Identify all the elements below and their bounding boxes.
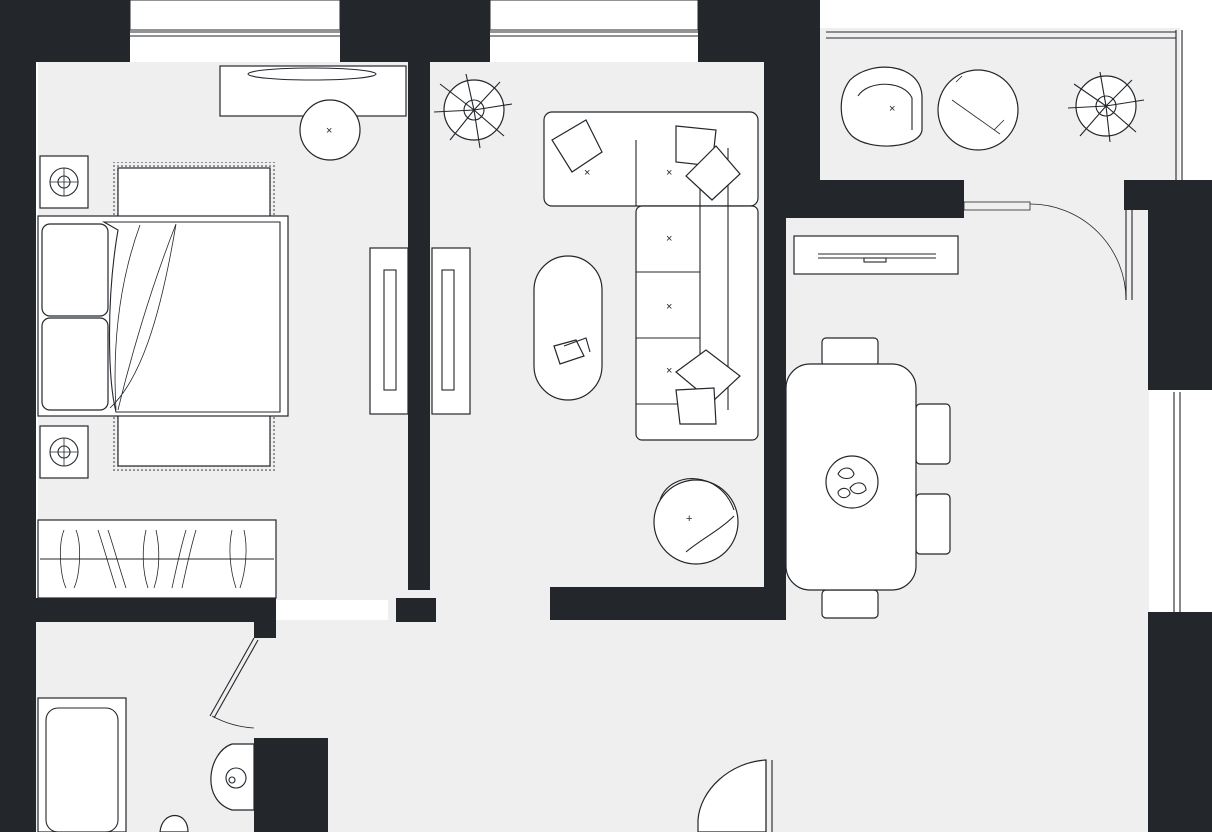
tv-icon	[383, 269, 397, 391]
door-swing-icon	[211, 715, 255, 729]
nightstand-top	[39, 155, 89, 209]
armchair-icon: +	[653, 478, 739, 565]
wall-left	[0, 0, 36, 832]
wall-balcony-bottom-left	[764, 180, 964, 218]
wall-balcony-bottom-right	[1124, 180, 1212, 210]
bathtub-icon	[37, 697, 127, 832]
balcony-door-frame	[963, 201, 1031, 211]
wall-top-right	[698, 0, 820, 62]
living-room: × × × × × +	[431, 73, 759, 565]
svg-text:×: ×	[584, 167, 590, 179]
wall-bedroom-bottom	[36, 598, 276, 622]
wall-living-right-upper	[764, 62, 820, 180]
bed-icon	[37, 215, 289, 417]
kitchen-dining	[785, 235, 959, 619]
bedroom-chair	[299, 99, 361, 161]
sink-icon	[210, 743, 255, 811]
svg-text:×: ×	[666, 233, 672, 245]
tv-icon	[441, 269, 455, 391]
svg-text:×: ×	[889, 103, 895, 115]
wall-right-upper	[1148, 210, 1212, 390]
bedroom: ×	[37, 65, 409, 599]
windows	[124, 0, 1183, 612]
svg-text:×: ×	[326, 125, 332, 137]
bathroom	[37, 637, 259, 832]
plant-icon	[1067, 71, 1145, 143]
kitchen-tv-console	[793, 235, 959, 275]
balcony: ×	[840, 66, 1145, 301]
living-tv-stand	[431, 247, 471, 415]
dining-table-icon	[785, 337, 951, 619]
svg-text:+: +	[686, 513, 692, 525]
svg-text:×: ×	[666, 301, 672, 313]
wall-living-right	[764, 218, 786, 620]
bedroom-tv-stand	[369, 247, 409, 415]
plant-icon	[433, 73, 513, 149]
wardrobe-icon	[37, 519, 277, 599]
wall-right-lower	[1148, 612, 1212, 832]
wall-top-left	[36, 0, 130, 62]
door-swing-icon	[1029, 203, 1127, 301]
bath-door	[209, 637, 255, 717]
wall-bath-stub	[254, 622, 276, 638]
wall-top-middle	[340, 0, 490, 62]
wall-bedroom-stub	[396, 598, 436, 622]
svg-text:×: ×	[666, 167, 672, 179]
window-living	[489, 0, 699, 31]
coffee-table	[533, 255, 603, 401]
wall-bath-right	[254, 738, 328, 832]
sofa-icon: × × × × ×	[543, 111, 759, 441]
nightstand-bottom	[39, 425, 89, 479]
balcony-table	[937, 69, 1019, 151]
wall-living-bottom	[550, 587, 786, 620]
entrance	[697, 759, 773, 832]
armchair-icon: ×	[840, 66, 923, 147]
window-bedroom	[129, 0, 341, 31]
svg-text:×: ×	[666, 365, 672, 377]
wall-bedroom-living	[408, 62, 430, 590]
